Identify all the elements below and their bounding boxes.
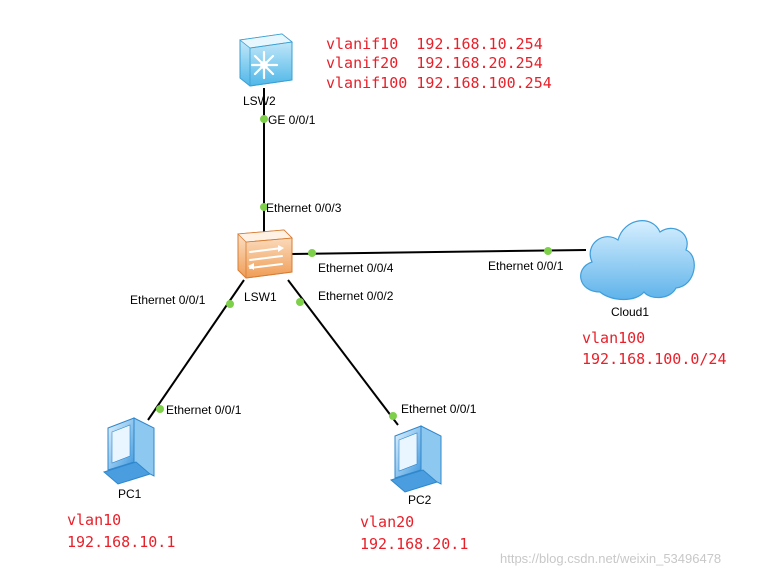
pc2-name-label: PC2 [408,493,432,507]
pc2-port-e001-label: Ethernet 0/0/1 [401,402,477,416]
lsw2-annotation-line-1: vlanif10 192.168.10.254 [326,35,543,53]
port-dot-lsw1-e001 [226,300,234,308]
link-lsw1-cloud1 [291,249,587,255]
lsw2-port-ge001-label: GE 0/0/1 [268,113,316,127]
port-dot-lsw1-e004 [308,249,316,257]
pc2-annotation-line-2: 192.168.20.1 [360,535,468,553]
port-dot-lsw1-e003 [260,203,268,211]
port-dot-pc1-e001 [156,405,164,413]
lsw2-device[interactable] [239,33,293,87]
port-dot-pc2-e001 [389,412,397,420]
pc1-device[interactable] [102,417,155,485]
pc-icon [389,425,442,493]
lsw1-device[interactable] [237,229,293,279]
lsw1-port-e004-label: Ethernet 0/0/4 [318,261,394,275]
pc1-annotation-line-2: 192.168.10.1 [67,533,175,551]
port-dot-cloud1-e001 [544,247,552,255]
lsw2-name-label: LSW2 [243,94,276,108]
cloud1-name-label: Cloud1 [611,305,649,319]
cloud1-port-e001-label: Ethernet 0/0/1 [488,259,564,273]
lsw1-port-e003-label: Ethernet 0/0/3 [266,201,342,215]
cloud1-annotation-line-2: 192.168.100.0/24 [582,350,727,368]
lsw1-name-label: LSW1 [244,290,277,304]
port-dot-lsw1-e002 [296,298,304,306]
lsw1-port-e001-label: Ethernet 0/0/1 [130,293,206,307]
cloud1-device[interactable] [580,220,695,301]
watermark-text: https://blog.csdn.net/weixin_53496478 [500,551,721,566]
pc2-annotation-line-1: vlan20 [360,513,414,531]
cloud1-annotation-line-1: vlan100 [582,329,645,347]
lsw2-annotation-line-2: vlanif20 192.168.20.254 [326,54,543,72]
pc2-device[interactable] [389,425,442,493]
lsw1-port-e002-label: Ethernet 0/0/2 [318,289,394,303]
pc1-name-label: PC1 [118,487,142,501]
pc1-annotation-line-1: vlan10 [67,511,121,529]
cloud-icon [580,220,695,301]
pc1-port-e001-label: Ethernet 0/0/1 [166,403,242,417]
lsw2-annotation-line-3: vlanif100 192.168.100.254 [326,74,552,92]
port-dot-lsw2-ge001 [260,115,268,123]
link-lsw1-pc2 [287,279,399,426]
pc-icon [102,417,155,485]
